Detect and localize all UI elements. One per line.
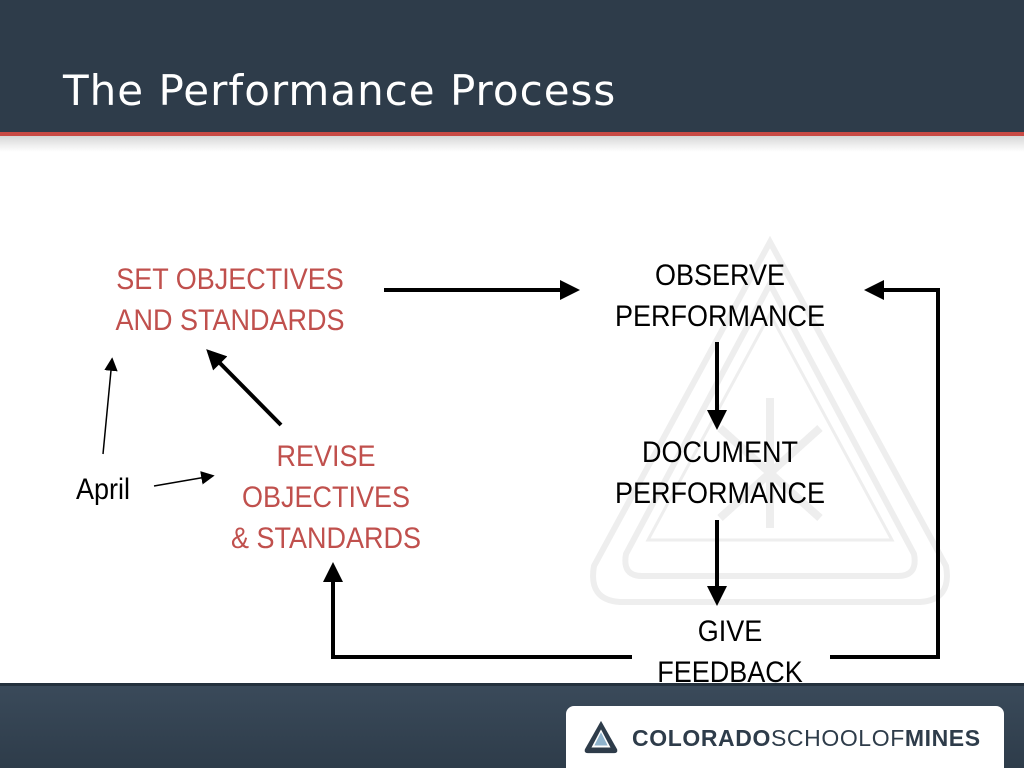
step-revise-objectives: REVISE OBJECTIVES & STANDARDS: [200, 436, 452, 559]
logo-text-schoolof: SCHOOLOF: [770, 725, 905, 751]
step-document-performance: DOCUMENT PERFORMANCE: [594, 432, 846, 514]
header-shadow: [0, 136, 1024, 152]
arrow-april-to-revise: [153, 471, 215, 487]
step-observe-line1: OBSERVE: [654, 259, 786, 292]
step-observe-line2: PERFORMANCE: [614, 300, 826, 333]
logo-text-mines: MINES: [904, 725, 981, 751]
header-accent-line: [0, 132, 1024, 136]
step-document-line2: PERFORMANCE: [614, 477, 826, 510]
step-revise-line1: REVISE: [276, 440, 376, 473]
april-label: April: [75, 473, 130, 506]
seal-watermark-icon: [590, 235, 950, 605]
page-title: The Performance Process: [63, 66, 617, 115]
step-document-line1: DOCUMENT: [641, 436, 798, 469]
step-feedback-line1: GIVE: [697, 615, 763, 648]
arrow-revise-to-set: [206, 349, 283, 427]
logo-badge: COLORADOSCHOOLOFMINES: [566, 706, 1004, 768]
step-observe-performance: OBSERVE PERFORMANCE: [594, 255, 846, 337]
logo-text-colorado: COLORADO: [632, 725, 771, 751]
footer-edge: [0, 683, 1024, 686]
step-give-feedback: GIVE FEEDBACK: [631, 611, 829, 693]
arrow-april-to-set: [102, 357, 118, 455]
step-revise-line2: OBJECTIVES: [241, 481, 411, 514]
arrow-feedback-to-revise: [323, 562, 632, 659]
arrow-feedback-to-observe: [830, 280, 940, 659]
mines-triangle-icon: [584, 720, 618, 754]
title-bar: The Performance Process: [0, 0, 1024, 132]
step-set-objectives-line1: SET OBJECTIVES: [116, 263, 344, 296]
step-revise-line3: & STANDARDS: [230, 522, 422, 555]
logo-wordmark: COLORADOSCHOOLOFMINES: [632, 723, 981, 753]
step-set-objectives-line2: AND STANDARDS: [115, 304, 345, 337]
step-set-objectives: SET OBJECTIVES AND STANDARDS: [95, 259, 365, 341]
